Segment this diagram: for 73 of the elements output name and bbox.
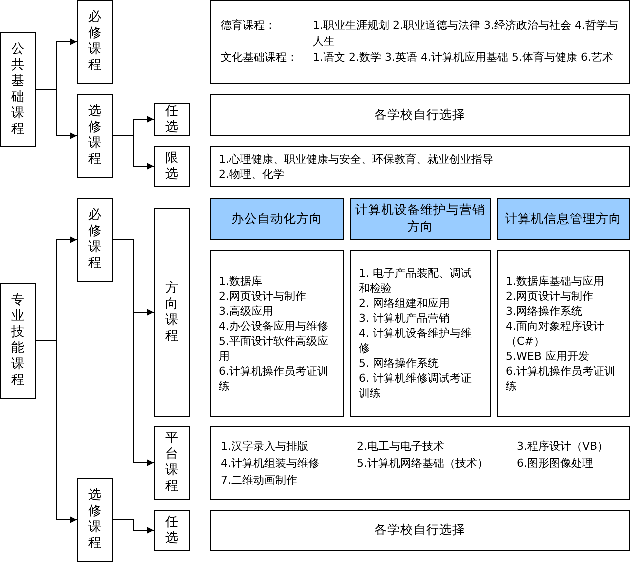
course-list-box <box>210 0 630 84</box>
direction-title: 计算机信息管理方向 <box>505 210 622 228</box>
course-item: 6.计算机操作员考证训练 <box>219 364 330 394</box>
category-label: 任选 <box>165 104 179 136</box>
course-item: 5.WEB 应用开发 <box>506 348 590 364</box>
category-label: 专业技能课程 <box>11 293 25 389</box>
course-item: 4.计算机组装与维修 <box>221 456 320 472</box>
course-list-box <box>350 250 491 417</box>
category-box <box>154 510 190 551</box>
course-item: 2.电工与电子技术 <box>357 438 446 454</box>
category-label: 选修课程 <box>88 104 102 168</box>
category-heading: 文化基础课程： <box>221 50 299 66</box>
course-item: 2. 网络组建和应用 <box>359 296 451 311</box>
course-item: 1.语文 2.数学 3.英语 4.计算机应用基础 5.体育与健康 6.艺术 <box>313 50 614 66</box>
course-item: 6.图形图像处理 <box>517 456 594 472</box>
direction-title: 计算机设备维护与营销方向 <box>354 202 486 236</box>
course-item: 1. 电子产品装配、调试和检验 <box>359 266 473 296</box>
connector-arrow <box>112 240 154 466</box>
course-item: 4.办公设备应用与维修 <box>219 318 330 334</box>
category-box <box>77 0 113 84</box>
category-box <box>154 208 190 417</box>
course-item: 4. 计算机设备维护与维修 <box>359 326 473 356</box>
course-item: 2.网页设计与制作 <box>506 288 594 304</box>
category-box <box>154 426 190 500</box>
course-box <box>210 94 630 136</box>
category-box <box>77 478 113 562</box>
course-list-box <box>210 426 630 500</box>
category-label: 平台课程 <box>165 431 179 495</box>
direction-header <box>210 198 344 240</box>
course-note: 各学校自行选择 <box>374 522 466 539</box>
course-item: 1.数据库基础与应用 <box>506 274 606 288</box>
category-label: 方向课程 <box>165 280 179 344</box>
course-item: 3.高级应用 <box>219 304 274 318</box>
category-box <box>0 283 36 399</box>
course-box <box>210 510 630 551</box>
course-item: 4.面向对象程序设计（C#） <box>506 318 606 348</box>
category-label: 限选 <box>165 150 179 182</box>
category-box <box>154 146 190 187</box>
course-item: 1.数据库 <box>219 274 264 288</box>
category-label: 公共基础课程 <box>11 42 25 138</box>
course-item: 7.二维动画制作 <box>221 472 298 488</box>
course-item: 2.网页设计与制作 <box>219 288 308 304</box>
course-item: 1.心理健康、职业健康与安全、环保教育、就业创业指导 <box>219 152 494 166</box>
course-item: 1.职业生涯规划 2.职业道德与法律 3.经济政治与社会 4.哲学与人生 <box>313 18 619 50</box>
category-label: 任选 <box>165 514 179 546</box>
connector-arrow <box>36 340 78 524</box>
course-item: 3.程序设计（VB） <box>517 438 610 454</box>
course-item: 5. 网络操作系统 <box>359 356 440 371</box>
category-box <box>0 32 36 147</box>
category-label: 必修课程 <box>88 10 102 74</box>
category-label: 选修课程 <box>88 488 102 552</box>
course-list-box <box>210 250 344 417</box>
course-list-box <box>210 146 630 187</box>
course-item: 3.网络操作系统 <box>506 304 584 318</box>
course-item: 5.平面设计软件高级应用 <box>219 334 330 364</box>
category-box <box>77 198 113 282</box>
connector-arrow <box>112 520 154 534</box>
course-item: 2.物理、化学 <box>219 166 286 182</box>
category-box <box>154 103 190 136</box>
direction-title: 办公自动化方向 <box>232 210 322 228</box>
course-note: 各学校自行选择 <box>374 106 466 124</box>
course-item: 6.计算机操作员考证训练 <box>506 364 616 394</box>
course-item: 3. 计算机产品营销 <box>359 311 451 326</box>
course-item: 5.计算机网络基础（技术） <box>357 456 490 472</box>
category-heading: 德育课程： <box>221 18 277 34</box>
category-label: 必修课程 <box>88 208 102 272</box>
connector-arrow <box>36 89 78 140</box>
course-item: 6. 计算机维修调试考证训练 <box>359 371 473 401</box>
category-box <box>77 94 113 178</box>
course-list-box <box>497 250 630 417</box>
connector-arrow <box>112 136 154 170</box>
direction-header <box>497 198 630 240</box>
course-item: 1.汉字录入与排版 <box>221 438 310 454</box>
